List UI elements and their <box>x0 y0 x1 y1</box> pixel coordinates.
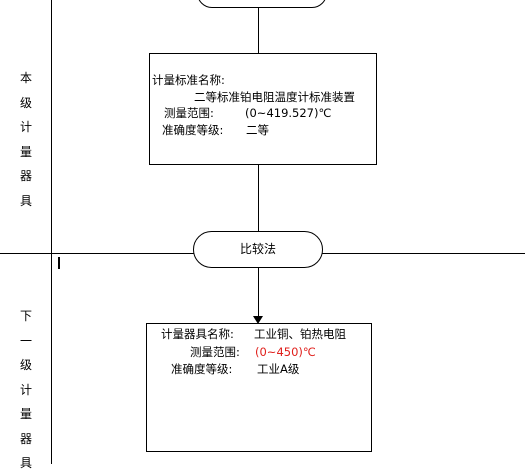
method-node: 比较法 <box>193 231 323 268</box>
standard-name: 二等标准铂电阻温度计标准装置 <box>194 90 355 104</box>
top-node <box>197 0 327 8</box>
upper-level-label: 本 级 计 量 器 具 <box>19 71 32 208</box>
connector-middle <box>258 165 259 232</box>
lower-level-label: 下 一 级 计 量 器 具 <box>19 309 32 470</box>
standard-accuracy-label: 准确度等级: <box>162 123 224 137</box>
instrument-accuracy-value: 工业A级 <box>257 362 300 376</box>
standard-title: 计量标准名称: <box>152 73 225 87</box>
instrument-range-label: 测量范围: <box>190 345 240 359</box>
instrument-box: 计量器具名称: 工业铜、铂热电阻 测量范围: (0~450)℃ 准确度等级: 工… <box>146 323 372 452</box>
connector-bottom <box>258 267 259 317</box>
standard-accuracy-value: 二等 <box>246 123 269 137</box>
standard-range-value: (0~419.527)℃ <box>245 106 332 120</box>
standard-box: 计量标准名称: 二等标准铂电阻温度计标准装置 测量范围: (0~419.527)… <box>149 53 377 165</box>
instrument-title-label: 计量器具名称: <box>161 327 234 341</box>
instrument-accuracy-label: 准确度等级: <box>171 362 233 376</box>
cursor-mark <box>58 257 60 269</box>
left-column-divider <box>51 0 52 464</box>
instrument-range-value: (0~450)℃ <box>255 345 316 359</box>
standard-range-label: 测量范围: <box>164 106 214 120</box>
instrument-title-value: 工业铜、铂热电阻 <box>254 327 346 341</box>
arrow-head <box>253 316 263 324</box>
connector-top <box>258 8 259 53</box>
